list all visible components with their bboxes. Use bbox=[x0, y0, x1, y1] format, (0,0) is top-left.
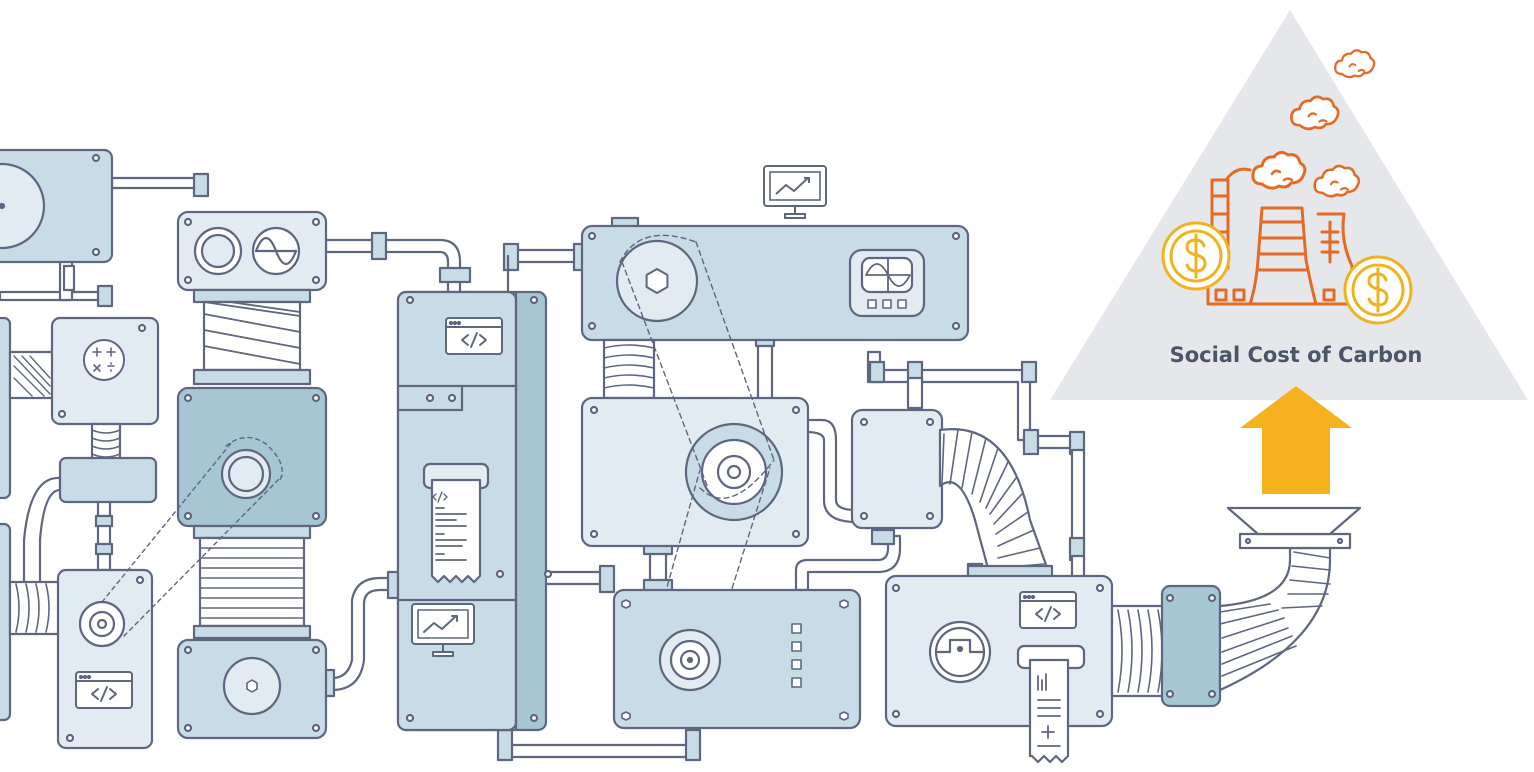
hexagon-nut-icon bbox=[647, 269, 668, 293]
junction-box bbox=[852, 410, 942, 528]
code-icon bbox=[1020, 592, 1076, 628]
receipt-icon bbox=[424, 464, 488, 582]
up-arrow-icon bbox=[1240, 386, 1352, 494]
monitor-chart bbox=[764, 166, 826, 218]
meter-machine bbox=[886, 576, 1112, 762]
left-machine-top bbox=[0, 150, 112, 262]
title-label: Social Cost of Carbon bbox=[1170, 343, 1423, 367]
left-code-machine bbox=[58, 570, 152, 748]
printer-cabinet bbox=[398, 292, 551, 730]
carbon-triangle bbox=[1050, 10, 1528, 400]
indicator-machine bbox=[614, 590, 860, 728]
code-icon bbox=[446, 318, 502, 354]
output-hose bbox=[1112, 508, 1360, 706]
calculator-machine bbox=[52, 318, 158, 502]
funnel-icon bbox=[1228, 508, 1360, 534]
code-icon bbox=[76, 672, 132, 708]
